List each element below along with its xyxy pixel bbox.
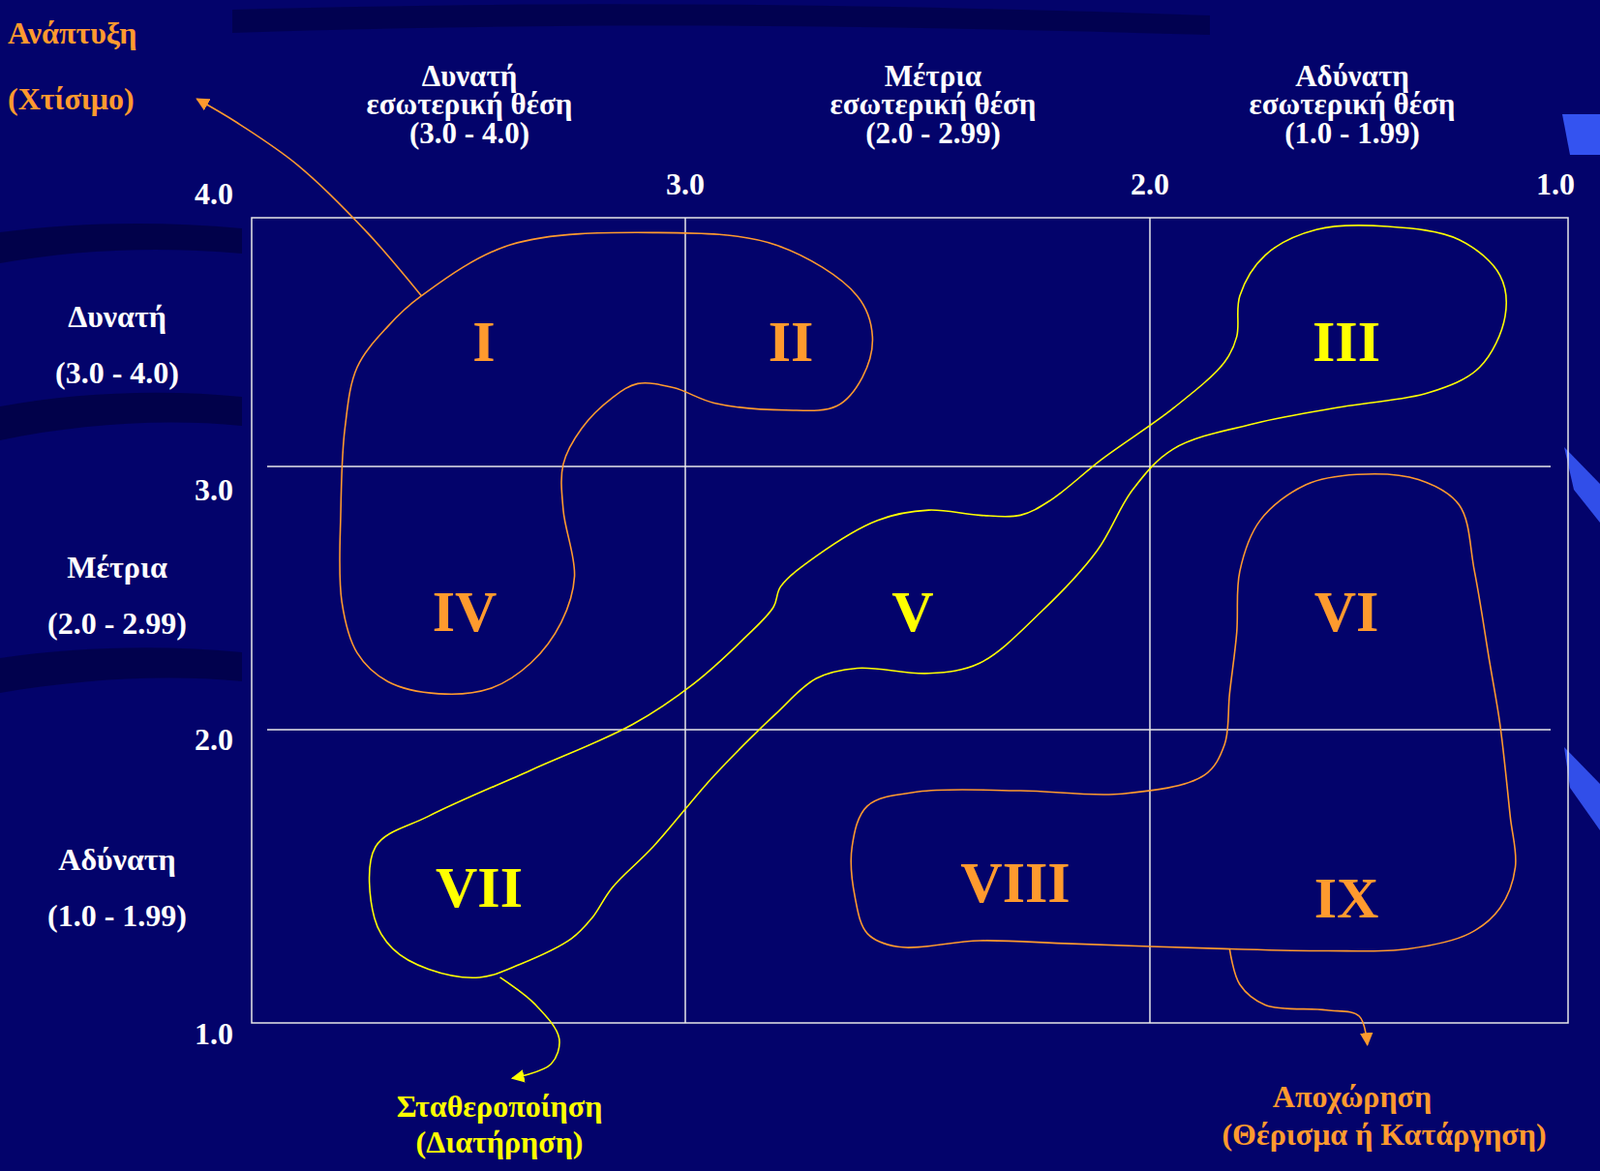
matrix-grid xyxy=(251,217,1569,1024)
strategy-callout: (Θέρισμα ή Κατάργηση) xyxy=(1221,1116,1546,1153)
column-header: Δυνατή εσωτερική θέση (3.0 - 4.0) xyxy=(364,61,574,148)
label-holder: Δυνατή εσωτερική θέση (3.0 - 4.0) xyxy=(364,61,574,148)
leader-line xyxy=(1229,948,1367,1045)
label-holder: Αποχώρηση xyxy=(1272,1079,1432,1116)
background-streak xyxy=(0,647,242,694)
edge-accent xyxy=(1564,447,1600,523)
leader-line xyxy=(500,977,560,1079)
background-streak xyxy=(0,392,242,441)
axis-value: 4.0 xyxy=(194,176,234,212)
cell-numeral: V xyxy=(891,582,934,641)
label-holder: 3.0 xyxy=(665,166,705,203)
grid-line xyxy=(267,465,1551,468)
strategy-region-outline xyxy=(339,232,874,695)
grid-frame xyxy=(251,217,1569,1024)
cell-numeral: VI xyxy=(1314,582,1380,641)
matrix-cell: III xyxy=(1149,217,1569,467)
matrix-cell: IV xyxy=(251,466,686,730)
axis-value: 1.0 xyxy=(194,1016,234,1053)
label-holder: Αδύνατη (1.0 - 1.99) xyxy=(46,831,189,944)
label-holder: Δυνατή (3.0 - 4.0) xyxy=(54,288,182,401)
axis-value: 3.0 xyxy=(194,472,234,509)
strategy-region-outline xyxy=(369,225,1508,978)
row-header: Αδύνατη (1.0 - 1.99) xyxy=(46,831,189,944)
axis-value: 3.0 xyxy=(665,166,705,203)
matrix-cell: VIII xyxy=(685,729,1150,1024)
label-holder: 1.0 xyxy=(194,1016,234,1053)
edge-accent xyxy=(1564,747,1600,831)
cell-numeral: VII xyxy=(435,858,523,917)
axis-value: 1.0 xyxy=(1536,166,1575,203)
cell-numeral: VIII xyxy=(960,853,1070,912)
label-holder: 4.0 xyxy=(194,176,234,212)
background-streaks xyxy=(0,3,1600,831)
axis-value: 2.0 xyxy=(194,722,234,758)
matrix-cell: I xyxy=(251,217,686,467)
edge-accent xyxy=(1562,114,1600,155)
label-holder: (Θέρισμα ή Κατάργηση) xyxy=(1221,1116,1546,1153)
label-holder: 2.0 xyxy=(194,722,234,758)
matrix-cell: VI xyxy=(1149,466,1569,730)
strategy-region-outline xyxy=(850,474,1516,952)
strategy-callout: Ανάπτυξη (Χτίσιμο) xyxy=(7,0,141,132)
background-streak xyxy=(232,3,1210,35)
matrix-cell: VII xyxy=(251,729,686,1024)
matrix-cell: IX xyxy=(1149,729,1569,1024)
cell-numeral: I xyxy=(472,312,495,371)
grid-line xyxy=(684,217,687,1024)
cell-numeral: IV xyxy=(432,582,498,641)
cell-numeral: IX xyxy=(1314,869,1380,928)
label-holder: 3.0 xyxy=(194,472,234,509)
label-holder: Ανάπτυξη (Χτίσιμο) xyxy=(7,0,141,132)
cell-numeral: II xyxy=(768,312,815,371)
axis-value: 2.0 xyxy=(1130,166,1170,203)
background-streak xyxy=(0,223,242,264)
row-header: Δυνατή (3.0 - 4.0) xyxy=(54,288,182,401)
label-holder: 1.0 xyxy=(1536,166,1575,203)
grid-line xyxy=(1148,217,1151,1024)
grid-line xyxy=(267,728,1551,731)
label-holder: Μέτρια (2.0 - 2.99) xyxy=(46,539,189,652)
label-holder: Σταθεροποίηση (Διατήρηση) xyxy=(394,1088,604,1161)
strategy-regions xyxy=(196,98,1516,1079)
column-header: Αδύνατη εσωτερική θέση (1.0 - 1.99) xyxy=(1247,61,1457,148)
column-header: Μέτρια εσωτερική θέση (2.0 - 2.99) xyxy=(828,61,1038,148)
label-holder: Μέτρια εσωτερική θέση (2.0 - 2.99) xyxy=(828,61,1038,148)
strategy-callout: Αποχώρηση xyxy=(1272,1079,1432,1116)
strategy-callout: Σταθεροποίηση (Διατήρηση) xyxy=(394,1088,604,1161)
matrix-cell: II xyxy=(685,217,1150,467)
row-header: Μέτρια (2.0 - 2.99) xyxy=(46,539,189,652)
label-holder: Αδύνατη εσωτερική θέση (1.0 - 1.99) xyxy=(1247,61,1457,148)
matrix-cell: V xyxy=(685,466,1150,730)
cell-numeral: III xyxy=(1312,312,1381,371)
label-holder: 2.0 xyxy=(1130,166,1170,203)
